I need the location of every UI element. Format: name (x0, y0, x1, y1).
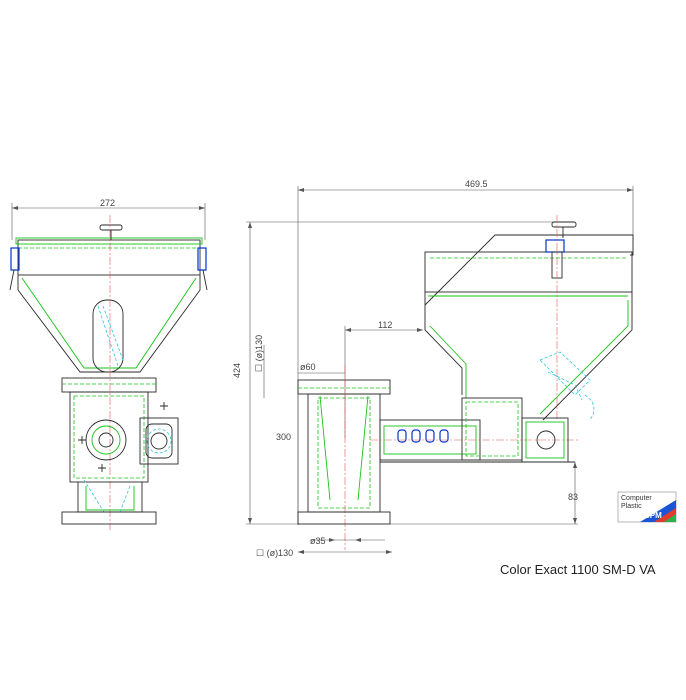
dim-offset-112: 112 (378, 320, 392, 330)
dim-flange-bottom: ☐ (ø)130 (256, 548, 293, 558)
dim-total-height: 424 (232, 363, 242, 378)
dim-height-300: 300 (276, 432, 291, 442)
dim-front-width: 272 (100, 198, 115, 208)
dim-total-length: 469.5 (465, 179, 488, 189)
cpm-logo: Computer Plastic CPM (617, 491, 677, 523)
drawing-caption: Color Exact 1100 SM-D VA (500, 562, 656, 577)
dim-flange-top: ☐ (ø)130 (254, 335, 264, 372)
dim-bore-bottom: ø35 (310, 536, 326, 546)
logo-line2: Plastic (621, 503, 642, 510)
dim-outlet-height: 83 (568, 492, 578, 502)
logo-mark: CPM (644, 511, 662, 520)
logo-line1: Computer (621, 495, 652, 502)
dim-bore-top: ø60 (300, 362, 316, 372)
side-view: 469.5 424 ☐ (ø)130 112 ø60 300 (232, 179, 634, 558)
front-view: 272 (9, 198, 208, 530)
